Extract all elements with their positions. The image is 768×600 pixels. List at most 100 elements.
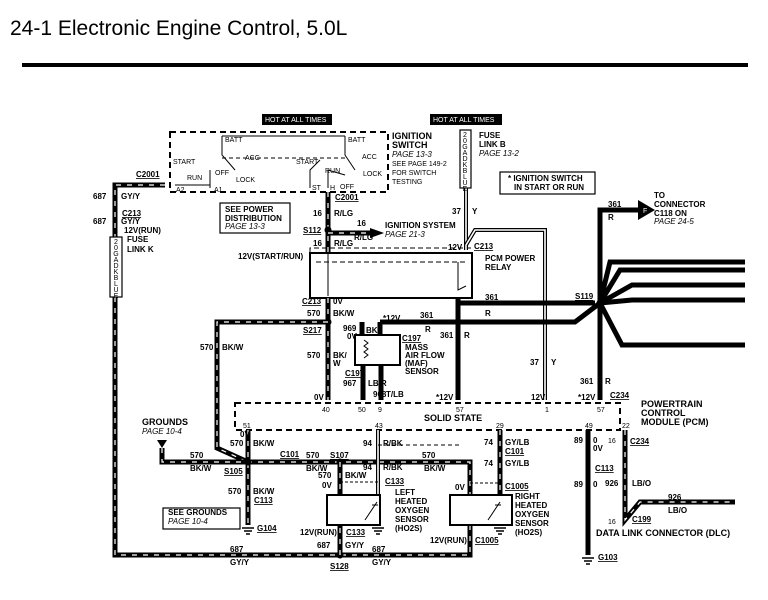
switch-contact <box>344 136 356 171</box>
label-off1: OFF <box>215 170 229 177</box>
label-to3: C118 ON <box>654 209 687 218</box>
label-grounds_page: PAGE 10-4 <box>142 427 182 436</box>
label-lock1: LOCK <box>236 177 255 184</box>
label-c101c: C101 <box>505 447 525 456</box>
ignition-switch-box <box>169 131 389 193</box>
label-lho5: (HO2S) <box>395 524 422 533</box>
label-rho5: (HO2S) <box>515 528 542 537</box>
label-bkw5: BK/W <box>190 464 212 473</box>
label-c1005a: C1005 <box>505 482 529 491</box>
label-c133a: C133 <box>385 477 405 486</box>
label-lock2: LOCK <box>363 171 382 178</box>
label-ignsys_page: PAGE 21-3 <box>385 230 425 239</box>
label-w74a: 74 <box>484 438 493 447</box>
connector-f-arrow-icon <box>638 200 655 220</box>
label-a2: A2 <box>176 187 185 194</box>
label-w687c: 687 <box>317 541 331 550</box>
label-c1005b: C1005 <box>475 536 499 545</box>
maf-sensor-box <box>354 334 401 366</box>
label-bkw1: BK/W <box>333 309 355 318</box>
label-bkw2: BK/W <box>222 343 244 352</box>
h-lead <box>327 169 346 188</box>
label-v12d: 12V <box>531 393 546 402</box>
label-w570d: 570 <box>230 439 244 448</box>
label-c234a: C234 <box>610 391 630 400</box>
label-acc1: ACC <box>245 155 260 162</box>
label-w570b: 570 <box>200 343 214 352</box>
wire-687-gy-y <box>112 182 165 237</box>
wire-570-bk-w-stripe <box>216 321 328 463</box>
label-w361d: 361 <box>440 331 454 340</box>
label-pin40: 40 <box>322 407 330 414</box>
label-re: R <box>605 377 611 386</box>
label-lho1: LEFT <box>395 488 415 497</box>
label-s119: S119 <box>575 292 594 301</box>
label-ov2: 0V <box>347 332 357 341</box>
pcm-box <box>234 402 621 431</box>
label-ov3: 0V <box>314 393 324 402</box>
label-pin16: 16 <box>608 438 616 445</box>
label-see_pd3: PAGE 13-3 <box>225 222 265 231</box>
arrow-icon <box>370 228 384 238</box>
label-w570a: 570 <box>307 309 321 318</box>
label-lho3: OXYGEN <box>395 506 429 515</box>
left-ho2s-element-icon <box>364 501 378 521</box>
label-ya: Y <box>472 207 478 216</box>
wire-361-r <box>380 301 602 325</box>
label-rc: R <box>485 309 491 318</box>
label-w89a: 89 <box>574 436 583 445</box>
splice-s119 <box>596 299 604 307</box>
wire-687-gy-y-stripe <box>114 297 471 556</box>
label-pin57b: 57 <box>597 407 605 414</box>
label-bkw3: BK/ <box>333 351 348 360</box>
label-maf3: (MAF) <box>405 359 428 368</box>
label-pcm2: CONTROL <box>641 408 686 418</box>
label-pin57a: 57 <box>456 407 464 414</box>
label-maf4: SENSOR <box>405 367 439 376</box>
label-see_pd1: SEE POWER <box>225 205 274 214</box>
label-lho2: HEATED <box>395 497 428 506</box>
label-grounds: GROUNDS <box>142 417 188 427</box>
label-maf1: MASS <box>405 343 429 352</box>
label-w687b: 687 <box>93 217 107 226</box>
label-w570h: 570 <box>318 471 332 480</box>
label-w968: 968 <box>373 390 387 399</box>
label-gyy5: GY/Y <box>372 558 392 567</box>
label-w16a: 16 <box>313 209 322 218</box>
label-bkw3b: W <box>333 359 341 368</box>
label-hot1: HOT AT ALL TIMES <box>265 117 327 124</box>
label-w967: 967 <box>343 379 357 388</box>
label-run12c: 12V(RUN) <box>430 536 467 545</box>
label-maf2: AIR FLOW <box>405 351 445 360</box>
label-c213a: C213 <box>122 209 142 218</box>
label-pin16b: 16 <box>608 519 616 526</box>
label-yb: Y <box>551 358 557 367</box>
label-lbo1: LB/O <box>632 479 651 488</box>
label-bkw7: BK/W <box>424 464 446 473</box>
label-v12e: *12V <box>578 393 596 402</box>
label-to_page: PAGE 24-5 <box>654 217 694 226</box>
label-v12c: *12V <box>436 393 454 402</box>
label-v12a: 12V <box>448 243 463 252</box>
label-off2: OFF <box>340 184 354 191</box>
label-w94a: 94 <box>363 439 372 448</box>
label-lho4: SENSOR <box>395 515 429 524</box>
label-pin49: 49 <box>585 423 593 430</box>
label-ignsys: IGNITION SYSTEM <box>385 221 456 230</box>
label-w570e: 570 <box>190 451 204 460</box>
label-rho4: SENSOR <box>515 519 549 528</box>
label-w16b: 16 <box>357 219 366 228</box>
wire-361-r <box>597 207 640 303</box>
see-grounds-box <box>162 507 241 530</box>
label-note1: * IGNITION SWITCH <box>508 174 583 183</box>
label-ov7: 0V <box>593 444 603 453</box>
label-rbk1: R/BK <box>383 439 403 448</box>
label-w89b: 89 <box>574 480 583 489</box>
label-run1: RUN <box>187 175 202 182</box>
label-w361b: 361 <box>420 311 434 320</box>
label-c2001b: C2001 <box>335 193 359 202</box>
label-w37b: 37 <box>530 358 539 367</box>
label-fuseb_page: PAGE 13-2 <box>479 149 519 158</box>
label-gyy1: GY/Y <box>121 192 141 201</box>
wire-361-r-branch <box>597 259 745 304</box>
